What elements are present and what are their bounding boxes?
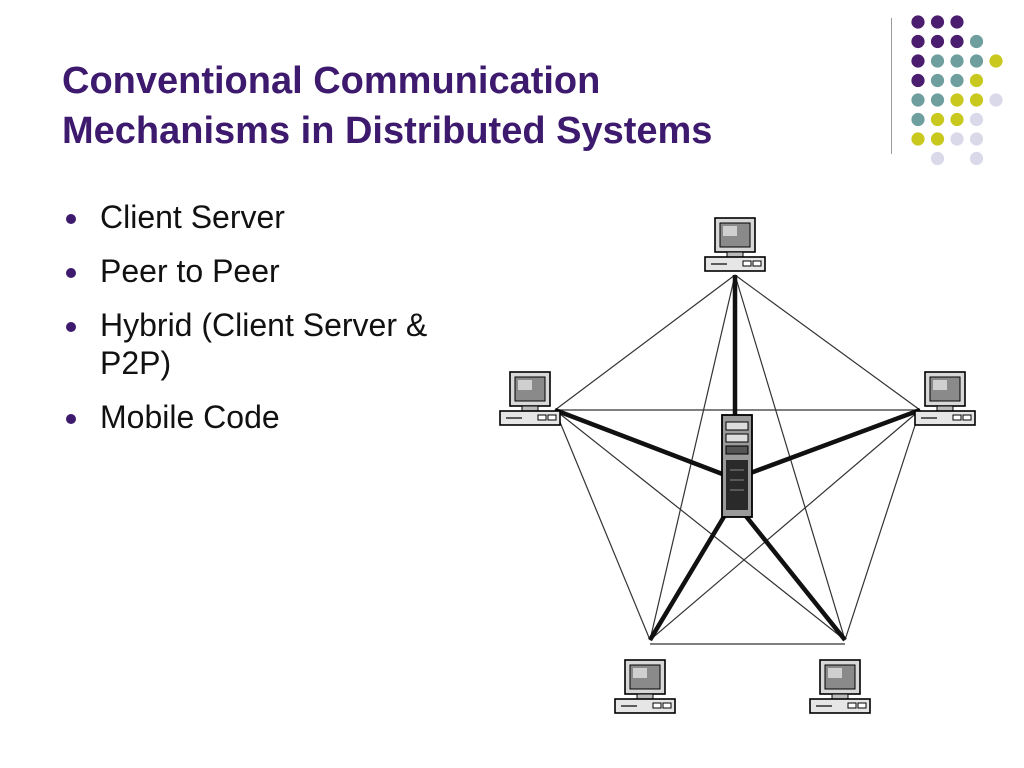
decorative-dot [930,93,945,107]
slide-title-line-2: Mechanisms in Distributed Systems [62,110,713,152]
decorative-dot [989,54,1003,68]
decorative-dot [911,54,925,68]
decorative-dot [930,112,945,127]
bullet-text: Hybrid (Client Server & P2P) [100,307,428,381]
decorative-dot [969,73,984,88]
link-top-bottomleft [649,274,736,641]
decorative-dot [930,132,945,146]
decorative-dot [950,15,964,29]
peer-links [554,274,921,645]
decorative-dot [969,93,984,107]
server-link-left [554,407,726,478]
decorative-dot [969,112,984,127]
decorative-dot [989,93,1003,107]
decorative-dot [950,34,964,49]
desktop-computer-icon [809,659,871,714]
link-left-bottomright [554,409,846,641]
bullet-text: Client Server [100,199,285,235]
server-tower-icon [721,414,753,518]
decorative-dot [930,34,945,49]
bullet-item: Hybrid (Client Server & P2P) [64,306,464,382]
decorative-dot [911,34,925,49]
bullet-list: Client Server Peer to Peer Hybrid (Clien… [64,198,464,452]
desktop-computer-icon [914,371,976,426]
decorative-dot [911,112,925,127]
bullet-item: Mobile Code [64,398,464,436]
link-top-left [554,274,736,411]
decorative-dot [930,73,945,88]
link-top-right [734,274,921,411]
link-right-bottomleft [649,409,921,641]
decorative-dot [930,151,945,166]
desktop-computer-icon [704,217,766,272]
decorative-dot [911,73,925,88]
decorative-dot [969,34,984,49]
desktop-computer-icon [614,659,676,714]
bullet-dot-icon [66,322,76,332]
bullet-dot-icon [66,414,76,424]
decorative-dot [930,15,945,29]
decorative-dot [911,15,925,29]
decorative-dot [969,151,984,166]
decorative-dot [911,93,925,107]
bullet-dot-icon [66,268,76,278]
decorative-dot [950,112,964,127]
decorative-dot-grid [911,15,1003,166]
bullet-text: Mobile Code [100,399,280,435]
decorative-dot [930,54,945,68]
server-link-bottomright [743,513,847,642]
decorative-dot [950,54,964,68]
link-left-bottomleft [554,409,651,641]
desktop-computer-icon [499,371,561,426]
server-link-bottomleft [648,513,727,642]
slide-title-line-1: Conventional Communication [62,60,601,102]
slide-title: Conventional Communication Mechanisms in… [62,56,862,156]
network-diagram [460,170,1000,730]
decorative-dot [969,54,984,68]
bullet-dot-icon [66,214,76,224]
decorative-dot [911,132,925,146]
decorative-dot [950,132,964,146]
bullet-item: Client Server [64,198,464,236]
bullet-item: Peer to Peer [64,252,464,290]
decorative-dot [969,132,984,146]
decorative-dot [950,73,964,88]
link-right-bottomright [844,409,921,641]
title-divider [891,18,892,154]
server-link-right [744,407,921,478]
decorative-dot [950,93,964,107]
server-links [554,275,921,642]
bullet-text: Peer to Peer [100,253,280,289]
